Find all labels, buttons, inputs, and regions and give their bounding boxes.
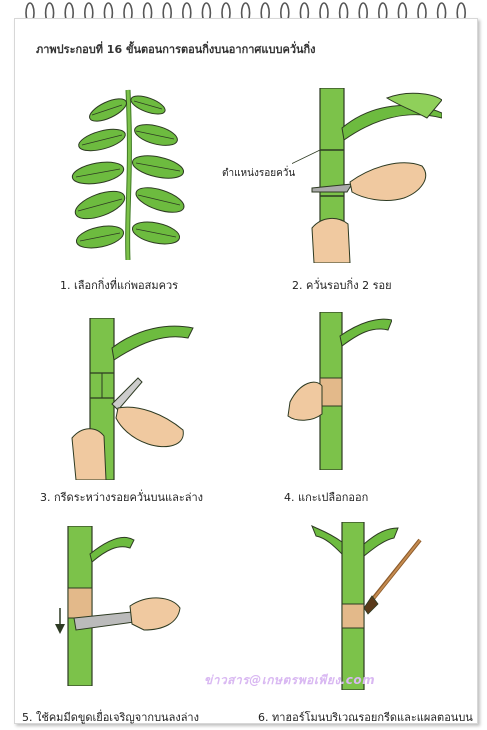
caption-step-3: 3. กรีดระหว่างรอยควั่นบนและล่าง [40, 488, 203, 506]
figure-1-branch-with-leaves [70, 85, 190, 260]
callout-girdle-position: ตำแหน่งรอยควั่น [222, 166, 295, 181]
caption-step-5: 5. ใช้คมมีดขูดเยื่อเจริญจากบนลงล่าง [22, 708, 199, 726]
figure-3-slit-between-girdles [68, 318, 198, 480]
figure-4-peel-bark [282, 312, 392, 470]
figure-5-scrape-cambium [52, 526, 182, 686]
figure-6-apply-hormone [302, 522, 432, 690]
figure-2-girdling [292, 88, 442, 263]
page-heading: ภาพประกอบที่ 16 ขั้นตอนการตอนกิ่งบนอากาศ… [36, 40, 456, 58]
caption-step-1: 1. เลือกกิ่งที่แก่พอสมควร [60, 276, 178, 294]
watermark: ข่าวสาร@เกษตรพอเพียง.com [204, 671, 375, 690]
caption-step-6: 6. ทาฮอร์โมนบริเวณรอยกรีดและแผลตอนบน [258, 708, 473, 726]
caption-step-4: 4. แกะเปลือกออก [284, 488, 368, 506]
caption-step-2: 2. ควั่นรอบกิ่ง 2 รอย [292, 276, 392, 294]
